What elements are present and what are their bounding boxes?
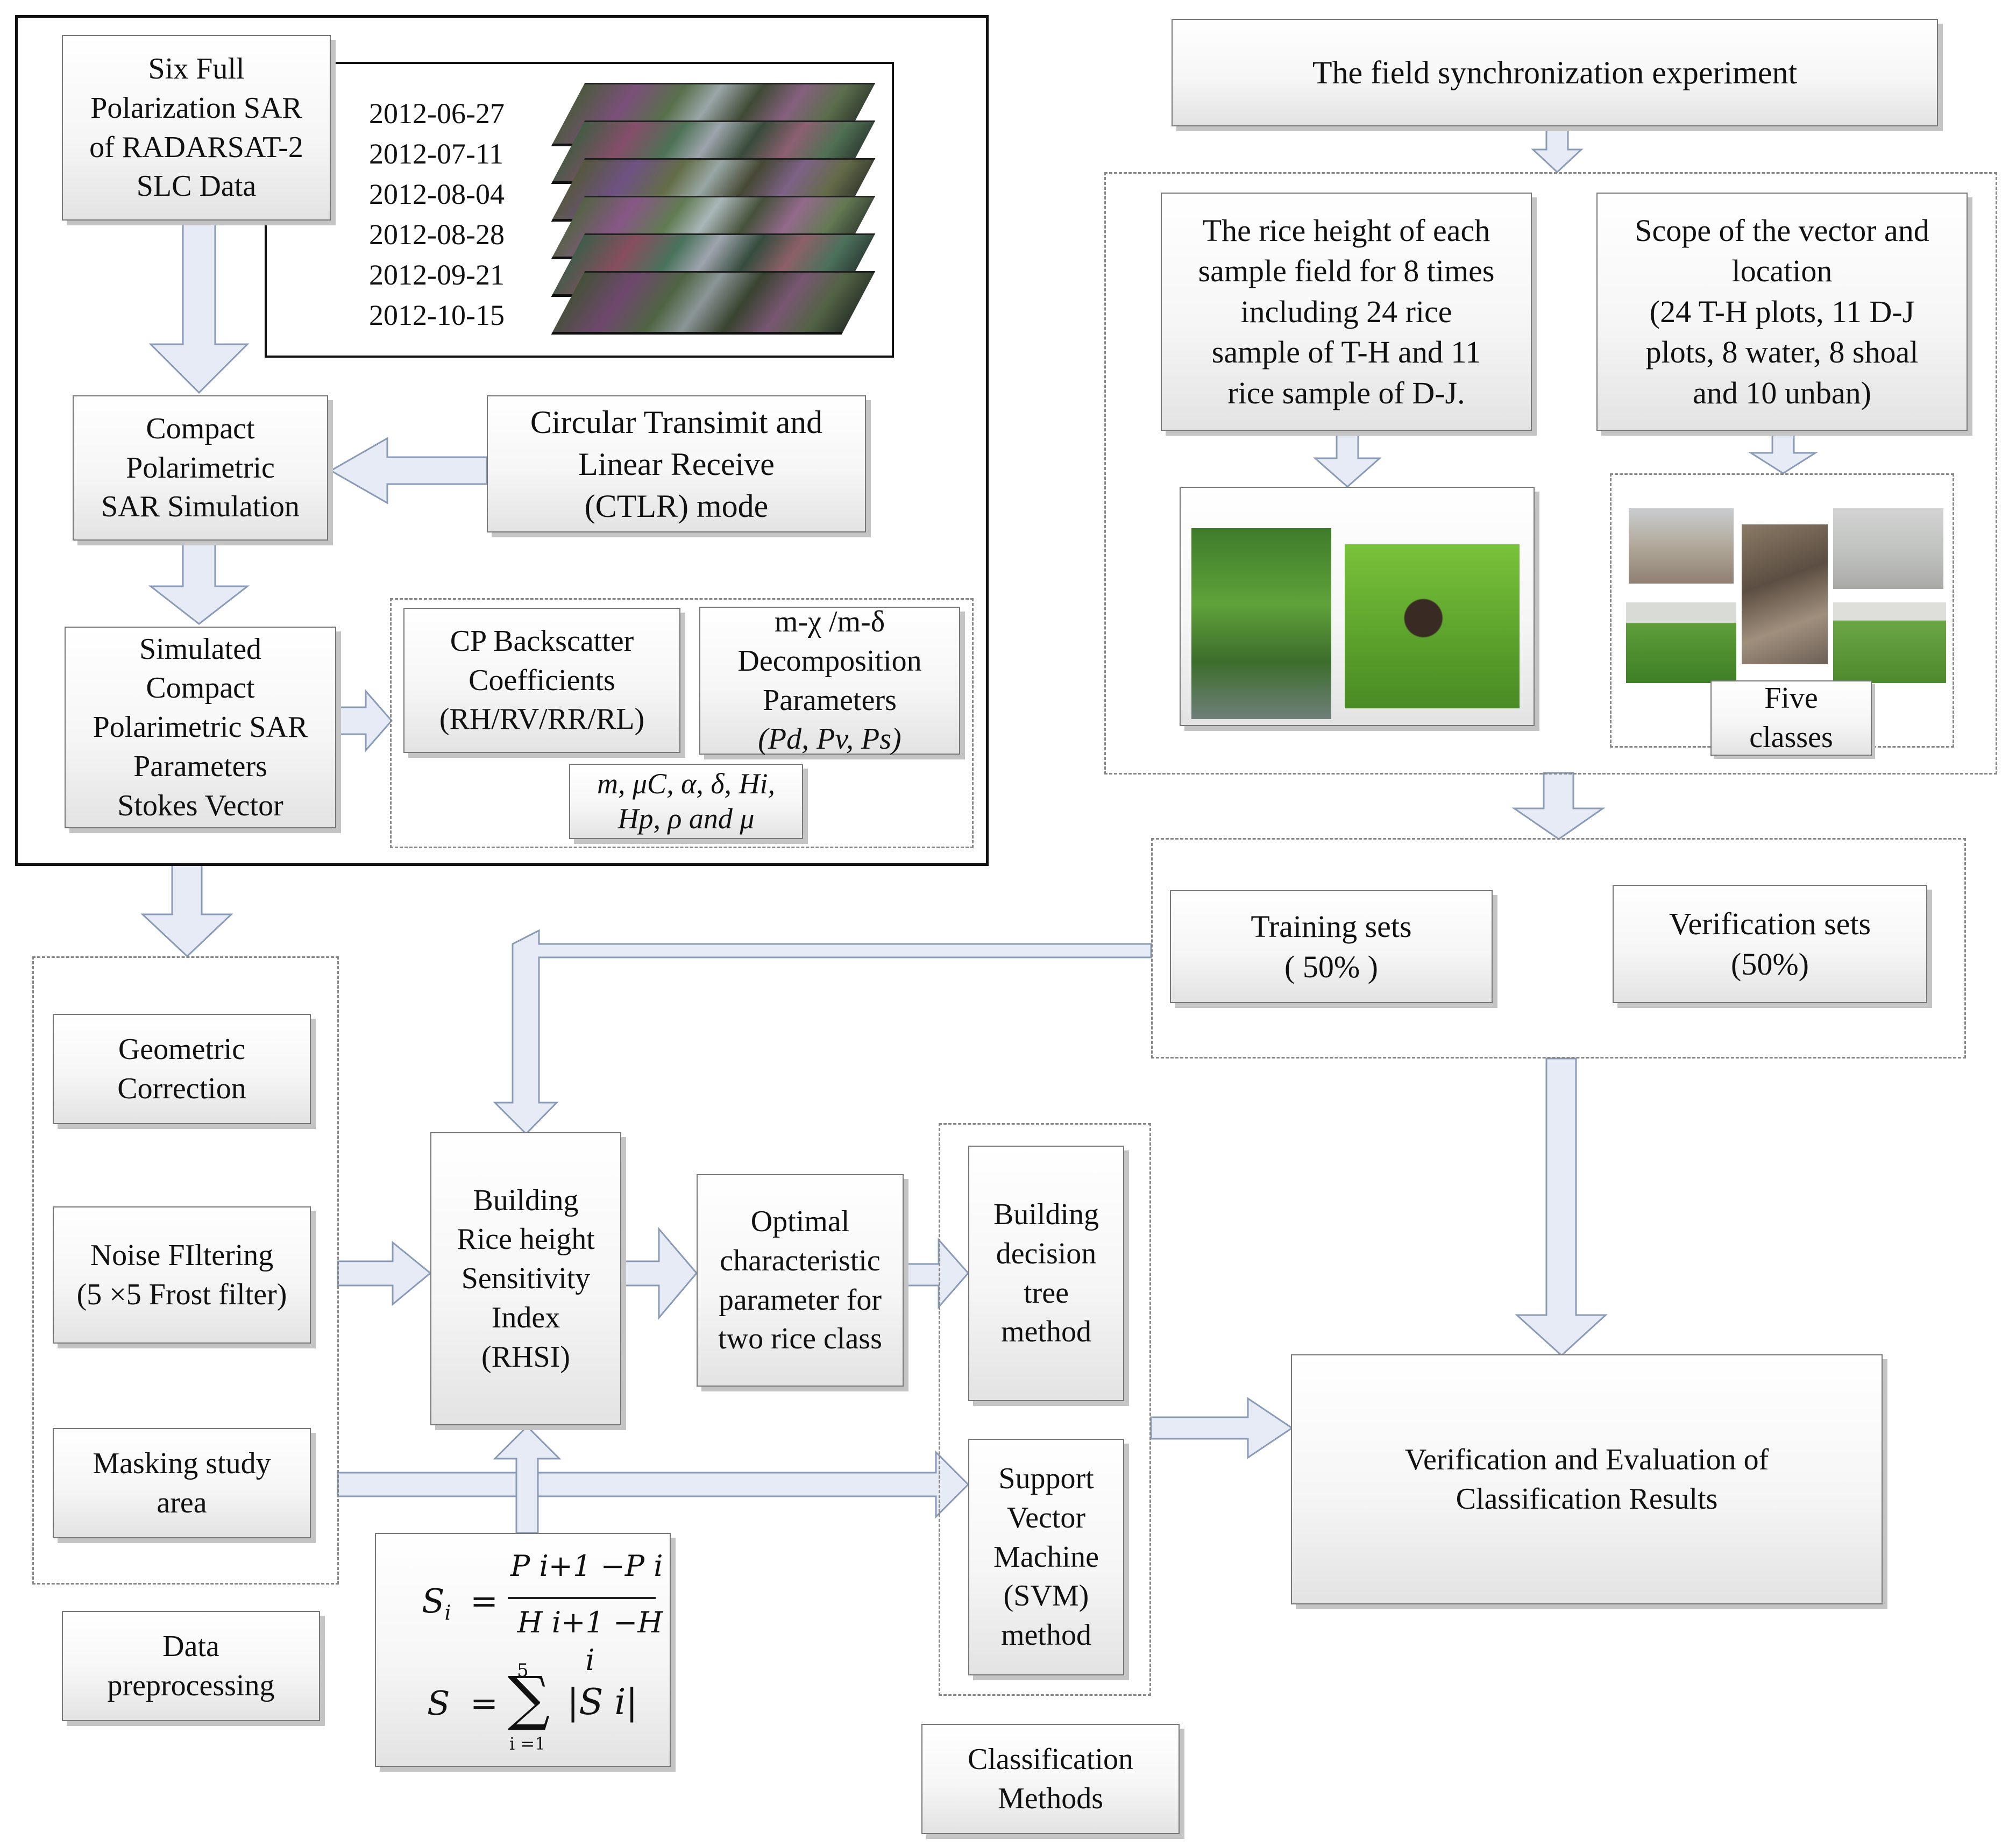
arrow-sar-to-preprocessing xyxy=(140,864,233,958)
equals-sign: = xyxy=(470,1683,498,1723)
sar-stack-panel: 2012-06-27 2012-07-11 2012-08-04 2012-08… xyxy=(265,62,894,358)
formula-denominator: H i+1 −H i xyxy=(517,1606,663,1678)
compact-sar-simulation-box: Compact Polarimetric SAR Simulation xyxy=(73,395,328,541)
arrow-ctlr-to-compact xyxy=(329,437,488,505)
rice-measurement-photo xyxy=(1191,528,1331,719)
arrow-training-to-rhsi xyxy=(493,929,1152,1135)
optimal-parameter-box: Optimal characteristic parameter for two… xyxy=(697,1174,904,1387)
rhsi-box: Building Rice height Sensitivity Index (… xyxy=(430,1132,621,1425)
geometric-correction-box: Geometric Correction xyxy=(53,1014,311,1124)
sar-image-layer xyxy=(551,271,876,335)
arrow-riceheight-to-photo xyxy=(1313,429,1382,488)
cp-backscatter-box: CP Backscatter Coefficients (RH/RV/RR/RL… xyxy=(403,608,680,753)
total-sensitivity-formula: S xyxy=(427,1683,450,1723)
sum-upper-limit: 5 xyxy=(517,1660,529,1681)
arrow-formula-to-rhsi xyxy=(493,1425,562,1534)
field-experiment-box: The field synchronization experiment xyxy=(1172,19,1938,126)
arrow-experiment-down xyxy=(1531,126,1584,174)
ctlr-mode-box: Circular Transimit and Linear Receive (C… xyxy=(487,395,866,532)
fraction-bar xyxy=(508,1597,656,1599)
decision-tree-box: Building decision tree method xyxy=(968,1146,1124,1401)
arrow-noise-to-rhsi xyxy=(337,1240,432,1306)
data-preprocessing-label: Data preprocessing xyxy=(62,1611,320,1721)
noise-filtering-box: Noise FIltering (5 ×5 Frost filter) xyxy=(53,1206,311,1344)
parameter-group xyxy=(390,598,974,848)
acquisition-dates: 2012-06-27 2012-07-11 2012-08-04 2012-08… xyxy=(369,94,505,336)
field-data-group xyxy=(1104,172,1997,775)
sar-processing-frame xyxy=(15,15,989,866)
field-photo-panel xyxy=(1180,487,1535,726)
masking-box: Masking study area xyxy=(53,1428,311,1538)
water-photo xyxy=(1833,508,1943,589)
date-item: 2012-07-11 xyxy=(369,138,503,170)
date-item: 2012-10-15 xyxy=(369,299,505,331)
date-item: 2012-06-27 xyxy=(369,97,505,130)
abs-term: |S i| xyxy=(567,1681,638,1723)
simulated-parameters-box: Simulated Compact Polarimetric SAR Param… xyxy=(65,627,336,828)
shoal-photo xyxy=(1742,524,1828,664)
arrow-field-to-sets xyxy=(1511,772,1606,840)
arrow-sets-to-verification xyxy=(1515,1057,1608,1357)
vector-scope-box: Scope of the vector and location (24 T-H… xyxy=(1596,193,1968,431)
verification-sets-box: Verification sets (50%) xyxy=(1613,885,1927,1003)
sigma-icon: ∑ xyxy=(508,1664,550,1732)
date-item: 2012-08-28 xyxy=(369,218,505,251)
rice-field-photo xyxy=(1345,544,1520,708)
date-item: 2012-09-21 xyxy=(369,259,505,291)
training-sets-box: Training sets ( 50% ) xyxy=(1170,890,1493,1003)
arrow-masking-to-svm xyxy=(337,1450,970,1519)
arrow-rhsi-to-optimal xyxy=(622,1226,698,1320)
sample-sets-group xyxy=(1151,838,1966,1059)
sum-lower-limit: i =1 xyxy=(509,1734,546,1754)
formula-box: Si = P i+1 −P i H i+1 −H i S = 5 ∑ i =1 … xyxy=(375,1533,671,1767)
parameter-list-box: m, μC, α, δ, Hi, Hp, ρ and μ xyxy=(569,764,803,839)
classification-methods-label: Classification Methods xyxy=(921,1724,1180,1834)
date-item: 2012-08-04 xyxy=(369,178,505,210)
five-classes-label: Five classes xyxy=(1710,680,1872,756)
classification-group xyxy=(939,1123,1151,1696)
arrow-data-to-compact xyxy=(148,219,250,394)
decomposition-box: m-χ /m-δ Decomposition Parameters (Pd, P… xyxy=(699,605,960,756)
arrow-compact-to-simulated xyxy=(148,542,250,625)
rice-paddy-photo-1 xyxy=(1626,602,1736,683)
verification-evaluation-box: Verification and Evaluation of Classific… xyxy=(1291,1354,1883,1604)
arrow-vector-to-classes xyxy=(1748,429,1819,474)
svm-box: Support Vector Machine (SVM) method xyxy=(968,1439,1124,1675)
preprocessing-group xyxy=(32,956,339,1585)
arrow-simulated-to-params xyxy=(337,689,393,752)
sar-data-box: Six Full Polarization SAR of RADARSAT-2 … xyxy=(62,35,331,221)
sensitivity-formula: Si xyxy=(422,1581,451,1625)
arrow-classification-to-verification xyxy=(1150,1397,1294,1459)
formula-numerator: P i+1 −P i xyxy=(510,1549,663,1583)
rice-paddy-photo-2 xyxy=(1833,602,1946,683)
sar-image-stack xyxy=(551,83,880,352)
urban-photo xyxy=(1629,508,1734,584)
equals-sign: = xyxy=(470,1581,498,1621)
rice-height-box: The rice height of each sample field for… xyxy=(1161,193,1532,431)
